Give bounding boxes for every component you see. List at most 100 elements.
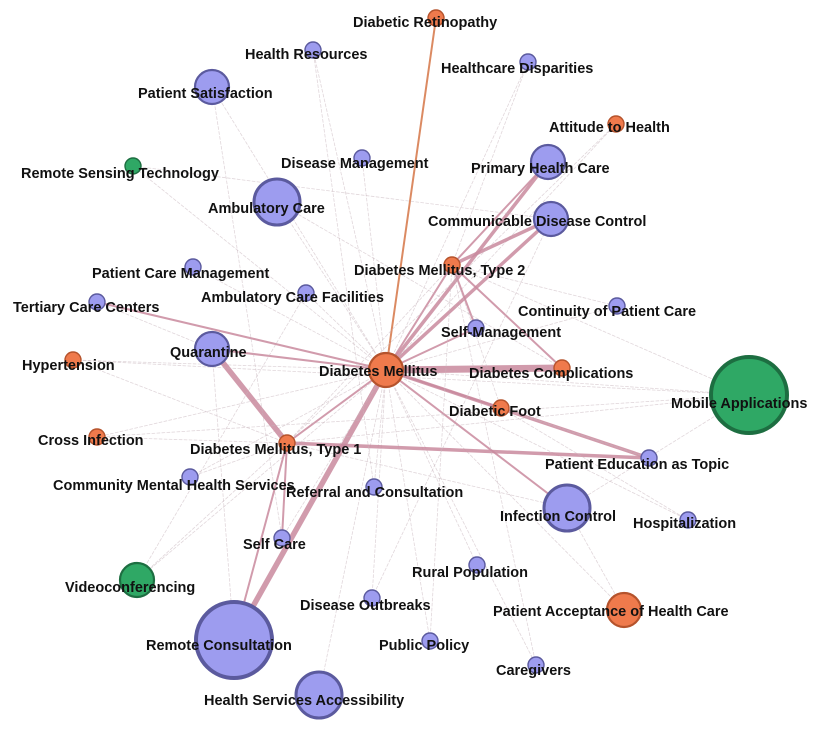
node-label-infection-control: Infection Control (500, 509, 616, 525)
node-label-health-services-accessibility: Health Services Accessibility (204, 693, 404, 709)
node-health-services-accessibility[interactable] (294, 670, 344, 720)
node-ambulatory-care-facilities[interactable] (297, 284, 315, 302)
edge-diabetes-mellitus-type-1-to-hypertension (72, 359, 288, 444)
edge-diabetic-foot-to-patient-education-as-topic (500, 407, 650, 459)
node-label-referral-and-consultation: Referral and Consultation (286, 485, 463, 501)
node-referral-and-consultation[interactable] (365, 478, 383, 496)
edge-diabetes-mellitus-to-community-mental-health-services (189, 369, 387, 478)
edge-diabetes-mellitus-to-caregivers (385, 369, 537, 666)
node-label-diabetes-complications: Diabetes Complications (469, 366, 633, 382)
node-diabetic-foot[interactable] (492, 399, 510, 417)
edge-diabetes-mellitus-to-mobile-applications (385, 369, 750, 396)
node-patient-satisfaction[interactable] (193, 68, 231, 106)
node-diabetes-mellitus[interactable] (367, 351, 405, 389)
edge-quarantine-to-remote-consultation (211, 348, 235, 641)
node-ambulatory-care[interactable] (252, 177, 302, 227)
node-label-mobile-applications: Mobile Applications (671, 396, 807, 412)
node-label-patient-acceptance-of-health-care: Patient Acceptance of Health Care (493, 604, 729, 620)
node-mobile-applications[interactable] (709, 355, 789, 435)
edge-diabetes-mellitus-type-1-to-patient-education-as-topic (285, 441, 651, 460)
node-diabetic-retinopathy[interactable] (427, 9, 445, 27)
edge-quarantine-to-tertiary-care-centers (96, 301, 213, 350)
edge-diabetes-mellitus-to-patient-acceptance-of-health-care (385, 369, 625, 611)
node-healthcare-disparities[interactable] (519, 53, 537, 71)
edge-infection-control-to-patient-acceptance-of-health-care (566, 507, 625, 611)
node-label-health-resources: Health Resources (245, 47, 368, 63)
edge-diabetes-mellitus-type-2-to-healthcare-disparities (451, 61, 529, 266)
node-diabetes-mellitus-type-2[interactable] (443, 256, 461, 274)
edge-diabetes-mellitus-type-1-to-diabetes-mellitus-type-2 (286, 264, 453, 444)
node-label-quarantine: Quarantine (170, 345, 247, 361)
edge-diabetes-mellitus-type-1-to-community-mental-health-services (189, 442, 288, 478)
node-label-patient-care-management: Patient Care Management (92, 266, 269, 282)
edge-diabetes-mellitus-to-continuity-of-patient-care (385, 305, 618, 371)
edge-diabetes-mellitus-to-hospitalization (385, 369, 689, 521)
edge-diabetes-mellitus-type-2-to-communicable-disease-control (450, 217, 553, 267)
edge-diabetes-mellitus-to-quarantine (211, 348, 387, 371)
node-remote-sensing-technology[interactable] (124, 157, 142, 175)
node-hypertension[interactable] (64, 351, 82, 369)
node-health-resources[interactable] (304, 41, 322, 59)
edge-diabetes-mellitus-to-diabetic-retinopathy (385, 17, 437, 371)
node-public-policy[interactable] (421, 632, 439, 650)
node-communicable-disease-control[interactable] (532, 200, 570, 238)
node-self-management[interactable] (467, 319, 485, 337)
edge-patient-satisfaction-to-self-care (211, 86, 283, 539)
edge-diabetes-mellitus-to-diabetes-mellitus-type-1 (286, 369, 387, 444)
node-label-rural-population: Rural Population (412, 565, 528, 581)
node-label-community-mental-health-services: Community Mental Health Services (53, 478, 295, 494)
node-diabetes-mellitus-type-1[interactable] (278, 434, 296, 452)
edge-diabetes-mellitus-type-1-to-quarantine (209, 346, 290, 446)
edge-diabetes-mellitus-to-disease-management (361, 157, 387, 371)
node-hospitalization[interactable] (679, 511, 697, 529)
edge-remote-sensing-technology-to-communicable-disease-control (132, 165, 552, 220)
node-infection-control[interactable] (542, 483, 592, 533)
edge-diabetes-mellitus-to-communicable-disease-control (384, 217, 553, 372)
node-continuity-of-patient-care[interactable] (608, 297, 626, 315)
nodes-layer (64, 9, 789, 720)
node-label-patient-education-as-topic: Patient Education as Topic (545, 457, 729, 473)
edge-diabetes-mellitus-to-self-care (281, 369, 387, 539)
node-remote-consultation[interactable] (194, 600, 274, 680)
edge-diabetes-mellitus-to-disease-outbreaks (371, 369, 387, 599)
edge-diabetes-mellitus-to-patient-satisfaction (211, 86, 387, 371)
node-attitude-to-health[interactable] (607, 115, 625, 133)
edge-caregivers-to-diabetes-mellitus-type-2 (451, 264, 537, 666)
node-tertiary-care-centers[interactable] (88, 293, 106, 311)
node-patient-acceptance-of-health-care[interactable] (605, 591, 643, 629)
edge-diabetes-mellitus-to-infection-control (385, 369, 568, 509)
node-rural-population[interactable] (468, 556, 486, 574)
node-videoconferencing[interactable] (118, 561, 156, 599)
node-disease-management[interactable] (353, 149, 371, 167)
node-caregivers[interactable] (527, 656, 545, 674)
edge-videoconferencing-to-ambulatory-care-facilities (136, 292, 307, 581)
node-patient-care-management[interactable] (184, 258, 202, 276)
edge-diabetes-mellitus-type-2-to-mobile-applications (451, 264, 750, 396)
node-patient-education-as-topic[interactable] (640, 449, 658, 467)
edge-diabetes-mellitus-type-1-to-infection-control (286, 442, 568, 509)
node-disease-outbreaks[interactable] (363, 589, 381, 607)
edge-diabetes-mellitus-to-remote-sensing-technology (132, 165, 387, 371)
node-label-hospitalization: Hospitalization (633, 516, 736, 532)
node-label-caregivers: Caregivers (496, 663, 571, 679)
node-diabetes-complications[interactable] (553, 359, 571, 377)
node-label-ambulatory-care: Ambulatory Care (208, 201, 325, 217)
node-label-hypertension: Hypertension (22, 358, 115, 374)
edge-diabetes-mellitus-to-rural-population (385, 369, 478, 566)
edge-diabetes-mellitus-to-public-policy (385, 369, 431, 642)
node-label-disease-management: Disease Management (281, 156, 429, 172)
node-self-care[interactable] (273, 529, 291, 547)
node-label-tertiary-care-centers: Tertiary Care Centers (13, 300, 159, 316)
node-label-diabetes-mellitus-type-1: Diabetes Mellitus, Type 1 (190, 442, 361, 458)
edge-diabetic-foot-to-hospitalization (500, 407, 689, 521)
node-cross-infection[interactable] (88, 428, 106, 446)
node-quarantine[interactable] (193, 330, 231, 368)
node-label-disease-outbreaks: Disease Outbreaks (300, 598, 431, 614)
node-primary-health-care[interactable] (529, 143, 567, 181)
edge-hypertension-to-mobile-applications (72, 359, 750, 396)
node-label-patient-satisfaction: Patient Satisfaction (138, 86, 273, 102)
node-label-diabetes-mellitus-type-2: Diabetes Mellitus, Type 2 (354, 263, 525, 279)
node-community-mental-health-services[interactable] (181, 468, 199, 486)
edge-diabetes-mellitus-to-attitude-to-health (385, 123, 617, 371)
